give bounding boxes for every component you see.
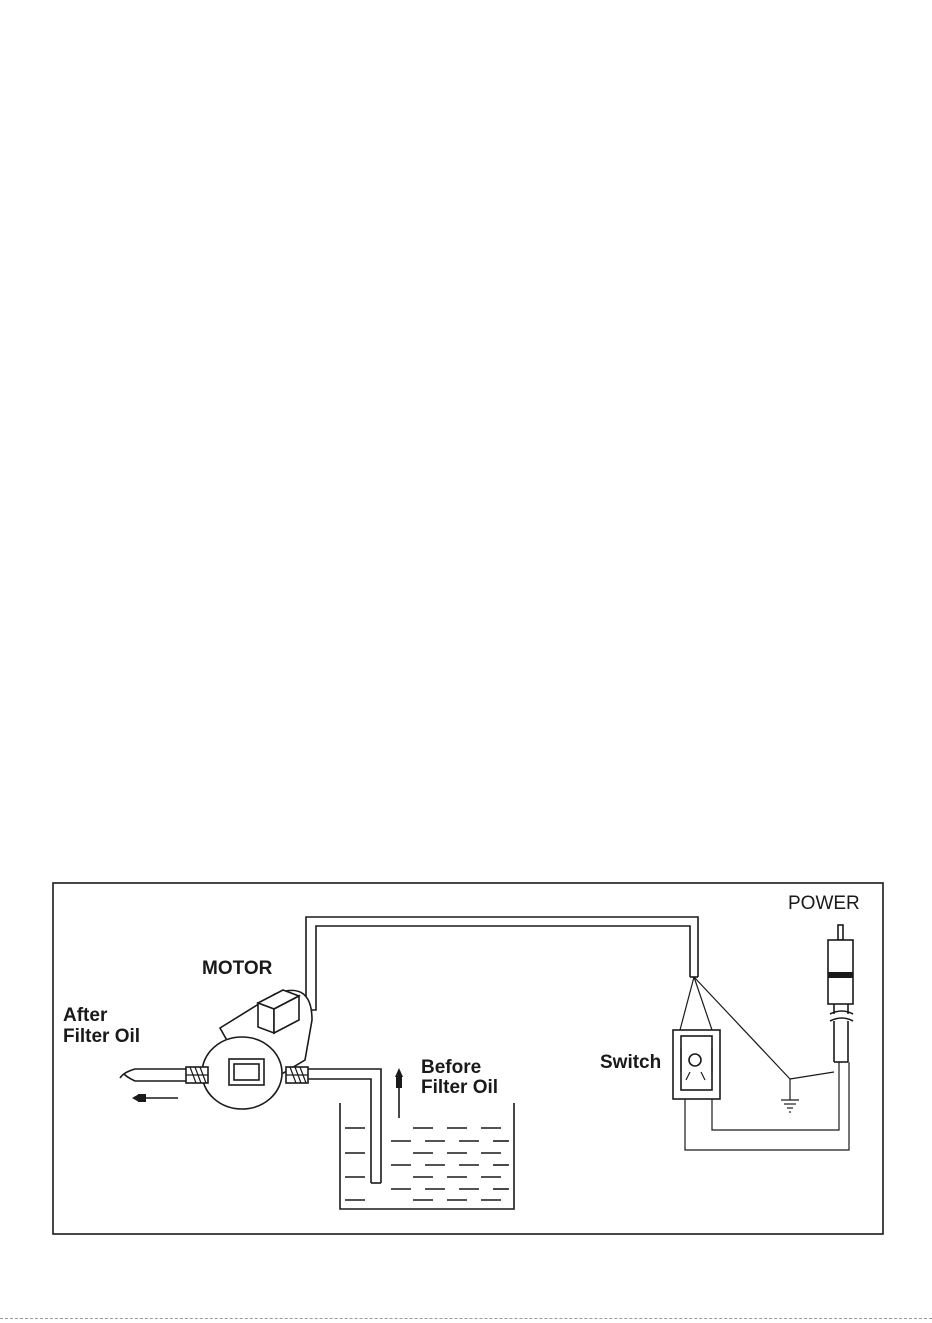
outlet-pipe xyxy=(120,1069,186,1081)
inlet-fitting xyxy=(186,1067,208,1083)
suction-fitting xyxy=(286,1067,308,1083)
oil-tank-icon xyxy=(340,1103,514,1209)
motor-label: MOTOR xyxy=(202,958,273,979)
switch-icon xyxy=(673,1030,720,1099)
after-filter-label-line1: After xyxy=(63,1005,108,1026)
motor-icon xyxy=(202,990,312,1109)
suction-pipe xyxy=(308,1069,381,1183)
power-plug-icon xyxy=(828,925,853,1062)
switch-label: Switch xyxy=(600,1052,661,1073)
power-label: POWER xyxy=(788,893,860,914)
after-filter-label-line2: Filter Oil xyxy=(63,1026,140,1047)
flow-arrow-icon xyxy=(132,1094,178,1102)
bottom-dashed-rule xyxy=(0,1318,932,1319)
before-filter-label-line1: Before xyxy=(421,1057,481,1078)
before-flow-arrow-icon xyxy=(395,1068,403,1118)
motor-to-switch-cable xyxy=(294,917,698,1010)
before-filter-label-line2: Filter Oil xyxy=(421,1077,498,1098)
